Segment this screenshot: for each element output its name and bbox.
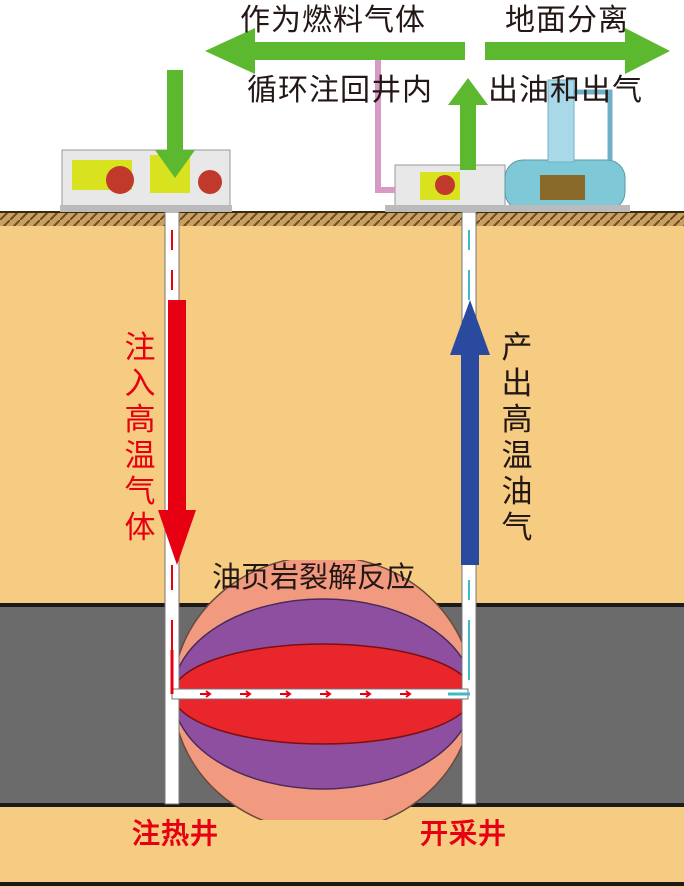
ground-surface [0, 212, 684, 226]
recycle-label: 循环注回井内 [247, 73, 433, 108]
fuel-gas-arrow [250, 42, 465, 60]
produce-hot-oil-gas-label: 产出高温油气 [501, 330, 533, 546]
flow-arrows [155, 28, 670, 178]
production-arrow [450, 300, 490, 565]
injection-arrow [158, 300, 196, 565]
separation-equipment [375, 52, 630, 212]
recycle-pipe [375, 52, 395, 193]
upper-formation [0, 222, 684, 607]
up-from-well-arrow [460, 100, 476, 170]
fuel-gas-label: 作为燃料气体 [240, 3, 426, 38]
separation-arrow [485, 42, 630, 60]
oil-gas-out-label: 出油和出气 [488, 73, 643, 108]
injection-well-label: 注热井 [132, 817, 220, 850]
injection-equipment [60, 149, 232, 212]
production-well-label: 开采井 [420, 817, 508, 850]
surface-separation-label: 地面分离 [505, 3, 629, 38]
inject-hot-gas-label: 注入高温气体 [124, 330, 156, 546]
connector-flow-marks [200, 690, 412, 698]
lower-formation [0, 807, 684, 887]
reaction-label: 油页岩裂解反应 [212, 560, 416, 594]
down-into-well-arrow [167, 70, 183, 158]
